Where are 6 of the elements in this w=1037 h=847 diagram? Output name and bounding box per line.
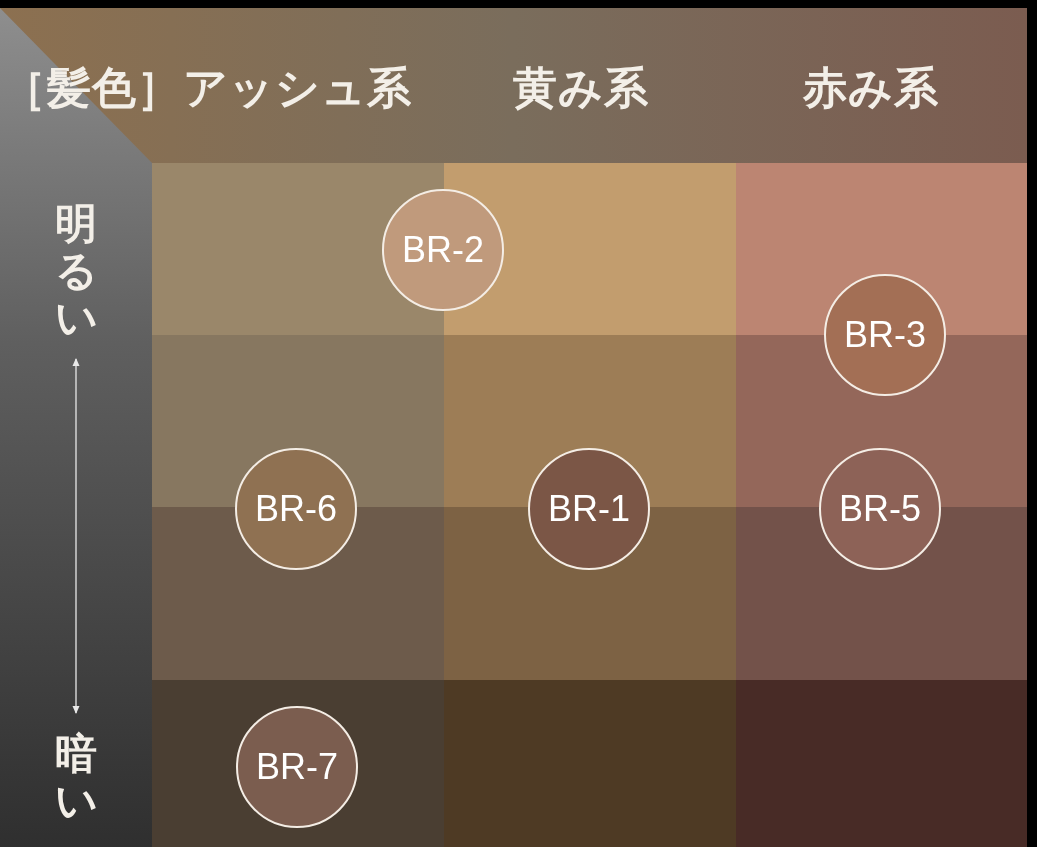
column-header: 赤み系 bbox=[803, 66, 939, 110]
column-header: 黄み系 bbox=[513, 66, 649, 110]
axis-label: 暗い bbox=[54, 730, 98, 824]
column-header: アッシュ系 bbox=[183, 66, 412, 110]
axis-title: ［髪色］ bbox=[2, 66, 182, 110]
axis-label: 明るい bbox=[54, 200, 98, 341]
